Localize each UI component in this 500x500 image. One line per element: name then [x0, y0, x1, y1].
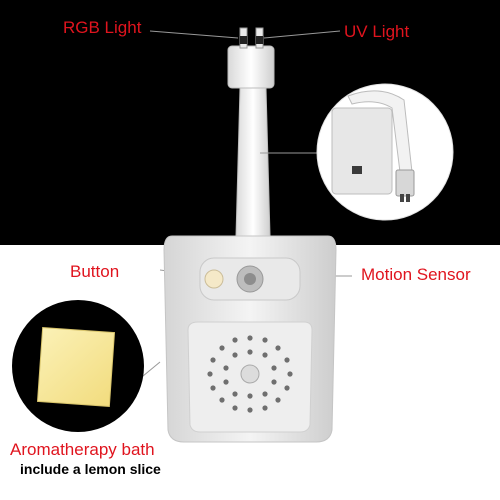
led-head: [227, 27, 275, 89]
aromatherapy-label: Aromatherapy bath: [10, 440, 155, 459]
lemon-slice-label: include a lemon slice: [20, 461, 161, 477]
diffuser-holes: [207, 335, 293, 413]
rgb-light-label: RGB Light: [63, 18, 142, 37]
button-label: Button: [70, 262, 120, 281]
button-control[interactable]: [204, 269, 224, 289]
device-body: [163, 235, 337, 443]
flexible-arm: [235, 87, 271, 237]
motion-sensor-label: Motion Sensor: [361, 265, 471, 284]
lemon-pad: [36, 327, 116, 407]
uv-light-label: UV Light: [344, 22, 410, 41]
rgb-callout-line: [149, 30, 239, 39]
lemon-slice-inset: [12, 300, 144, 432]
uv-callout-line: [263, 30, 341, 39]
uv-light-inset: [316, 83, 454, 221]
